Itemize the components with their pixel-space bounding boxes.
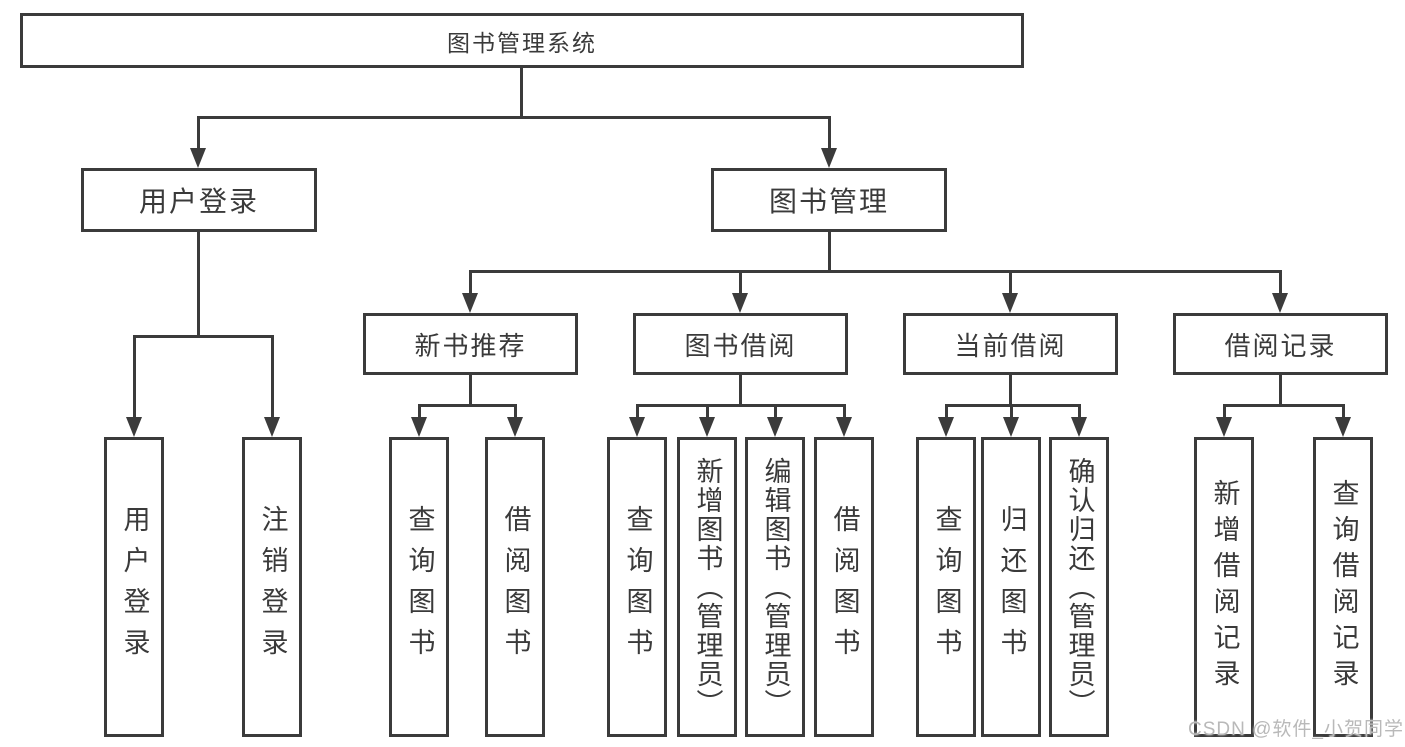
arrow-down-icon xyxy=(126,417,142,437)
node-borrow-book-1: 借阅图书 xyxy=(485,437,545,737)
node-borrow-book-2-label: 借阅图书 xyxy=(829,505,860,669)
node-query-book-3-label: 查询图书 xyxy=(931,505,962,669)
arrow-down-icon xyxy=(836,417,852,437)
node-return-book: 归还图书 xyxy=(981,437,1041,737)
connector-root-bus xyxy=(197,116,831,119)
arrow-down-icon xyxy=(732,293,748,313)
node-book-borrow-label: 图书借阅 xyxy=(684,330,797,361)
connector-borrow-record-stem xyxy=(1279,373,1282,407)
node-query-book-1: 查询图书 xyxy=(389,437,449,737)
node-add-record-label: 新增借阅记录 xyxy=(1209,479,1240,695)
connector-book-borrow-stem xyxy=(739,373,742,407)
node-borrow-book-1-label: 借阅图书 xyxy=(500,505,531,669)
node-query-record-label: 查询借阅记录 xyxy=(1328,479,1359,695)
arrow-down-icon xyxy=(507,417,523,437)
connector-to-query-record xyxy=(1342,404,1345,419)
node-user-login-v-label: 用户登录 xyxy=(119,505,150,669)
node-query-book-2-label: 查询图书 xyxy=(622,505,653,669)
node-return-book-label: 归还图书 xyxy=(996,505,1027,669)
node-new-book-label: 新书推荐 xyxy=(414,330,527,361)
connector-to-query-book-3 xyxy=(945,404,948,419)
connector-current-borrow-bus xyxy=(945,404,1081,407)
connector-to-add-record xyxy=(1223,404,1226,419)
node-book-borrow: 图书借阅 xyxy=(633,313,848,375)
arrow-down-icon xyxy=(767,417,783,437)
connector-to-add-book xyxy=(706,404,709,419)
node-edit-book-label: 编辑图书（管理员） xyxy=(760,456,791,718)
connector-user-login-stem xyxy=(197,230,200,338)
connector-to-query-book-2 xyxy=(636,404,639,419)
connector-to-new-book xyxy=(469,270,472,295)
node-book-mgmt-label: 图书管理 xyxy=(768,186,889,217)
node-root: 图书管理系统 xyxy=(20,13,1024,68)
node-query-book-2: 查询图书 xyxy=(607,437,667,737)
node-user-login-label: 用户登录 xyxy=(138,186,259,217)
arrow-down-icon xyxy=(938,417,954,437)
node-borrow-record: 借阅记录 xyxy=(1173,313,1388,375)
node-user-login: 用户登录 xyxy=(81,168,317,232)
arrow-down-icon xyxy=(821,148,837,168)
connector-root-stem xyxy=(520,66,523,118)
connector-to-user-login xyxy=(197,116,200,152)
node-add-record: 新增借阅记录 xyxy=(1194,437,1254,737)
arrow-down-icon xyxy=(1272,293,1288,313)
node-user-login-v: 用户登录 xyxy=(104,437,164,737)
connector-to-current-borrow xyxy=(1009,270,1012,295)
node-borrow-book-2: 借阅图书 xyxy=(814,437,874,737)
arrow-down-icon xyxy=(411,417,427,437)
connector-user-login-bus xyxy=(133,335,274,338)
arrow-down-icon xyxy=(1335,417,1351,437)
connector-book-borrow-bus xyxy=(636,404,846,407)
node-add-book-label: 新增图书（管理员） xyxy=(692,456,723,718)
connector-current-borrow-stem xyxy=(1009,373,1012,407)
connector-to-borrow-record xyxy=(1279,270,1282,295)
arrow-down-icon xyxy=(1216,417,1232,437)
connector-borrow-record-bus xyxy=(1223,404,1345,407)
connector-to-borrow-book-1 xyxy=(514,404,517,419)
node-confirm-return-label: 确认归还（管理员） xyxy=(1064,456,1095,718)
node-borrow-record-label: 借阅记录 xyxy=(1224,330,1337,361)
connector-new-book-stem xyxy=(469,373,472,407)
connector-to-query-book-1 xyxy=(418,404,421,419)
node-edit-book: 编辑图书（管理员） xyxy=(745,437,805,737)
arrow-down-icon xyxy=(1003,417,1019,437)
arrow-down-icon xyxy=(699,417,715,437)
connector-to-book-borrow xyxy=(739,270,742,295)
connector-book-mgmt-bus xyxy=(469,270,1282,273)
connector-to-return-book xyxy=(1010,404,1013,419)
connector-to-borrow-book-2 xyxy=(843,404,846,419)
connector-book-mgmt-stem xyxy=(828,230,831,273)
node-add-book: 新增图书（管理员） xyxy=(677,437,737,737)
arrow-down-icon xyxy=(462,293,478,313)
node-query-record: 查询借阅记录 xyxy=(1313,437,1373,737)
node-current-borrow-label: 当前借阅 xyxy=(954,330,1067,361)
connector-to-book-mgmt xyxy=(828,116,831,152)
connector-new-book-bus xyxy=(418,404,517,407)
node-query-book-3: 查询图书 xyxy=(916,437,976,737)
connector-to-user-login-v xyxy=(133,335,136,419)
arrow-down-icon xyxy=(1002,293,1018,313)
node-logout: 注销登录 xyxy=(242,437,302,737)
node-logout-label: 注销登录 xyxy=(257,505,288,669)
node-book-mgmt: 图书管理 xyxy=(711,168,947,232)
node-new-book: 新书推荐 xyxy=(363,313,578,375)
arrow-down-icon xyxy=(629,417,645,437)
arrow-down-icon xyxy=(1071,417,1087,437)
connector-to-confirm-return xyxy=(1078,404,1081,419)
arrow-down-icon xyxy=(264,417,280,437)
connector-to-edit-book xyxy=(774,404,777,419)
watermark: CSDN @软件_小贺同学 xyxy=(1188,719,1404,740)
connector-to-logout xyxy=(271,335,274,419)
node-query-book-1-label: 查询图书 xyxy=(404,505,435,669)
node-confirm-return: 确认归还（管理员） xyxy=(1049,437,1109,737)
node-root-label: 图书管理系统 xyxy=(447,29,597,56)
arrow-down-icon xyxy=(190,148,206,168)
node-current-borrow: 当前借阅 xyxy=(903,313,1118,375)
